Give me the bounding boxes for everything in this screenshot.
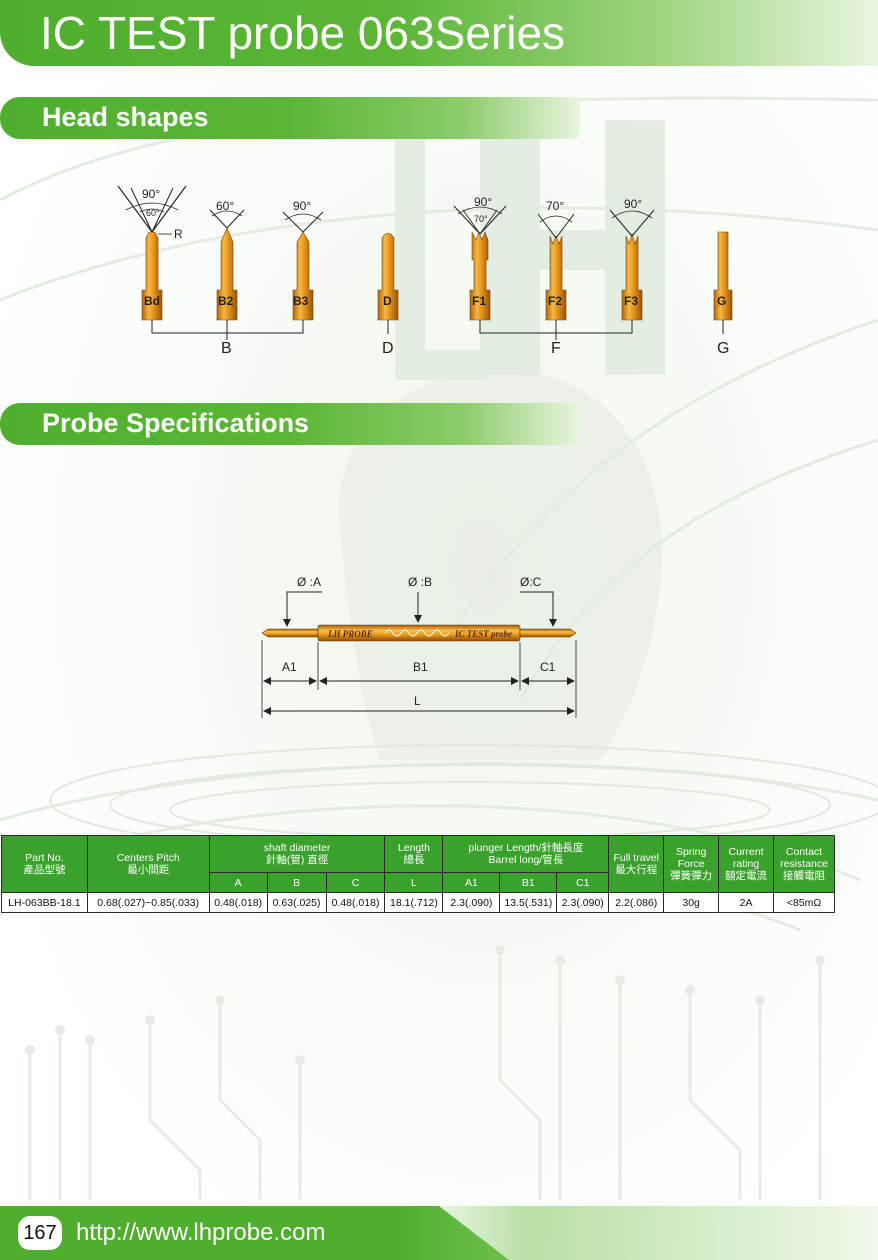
subheader-l: L — [384, 872, 444, 893]
cell-b1: 13.5(.531) — [499, 892, 558, 913]
probe-b2 — [209, 209, 245, 321]
angle-f1-outer: 90° — [474, 195, 492, 209]
angle-bd-outer: 90° — [142, 187, 160, 201]
group-label-f: F — [551, 340, 561, 357]
group-brackets — [151, 320, 724, 340]
angle-bd-radius: R — [174, 227, 183, 241]
group-label-d: D — [382, 340, 394, 357]
section-bar-head-shapes: Head shapes — [0, 97, 580, 139]
probe-label-f2: F2 — [548, 294, 562, 308]
head-shapes-diagram: 90° 60° R Bd 60° B2 90° B3 D 90° 70° F1 — [117, 185, 733, 357]
probe-d — [377, 232, 399, 321]
subheader-b1: B1 — [499, 872, 558, 893]
probe-g — [713, 231, 733, 321]
label-dia-c: Ø:C — [520, 575, 542, 589]
subheader-a: A — [208, 872, 268, 893]
cell-l: 18.1(.712) — [384, 892, 444, 913]
probe-b3 — [282, 211, 324, 321]
label-l: L — [414, 694, 421, 708]
angle-bd-inner: 60° — [146, 208, 160, 218]
cell-c1: 2.3(.090) — [556, 892, 610, 913]
section-title-probe-specifications: Probe Specifications — [42, 408, 310, 438]
section-title-head-shapes: Head shapes — [42, 102, 209, 132]
footer: 167 http://www.lhprobe.com — [0, 1206, 878, 1260]
website-link[interactable]: http://www.lhprobe.com — [76, 1219, 326, 1246]
cell-b: 0.63(.025) — [266, 892, 327, 913]
cell-a: 0.48(.018) — [208, 892, 268, 913]
probe-label-f3: F3 — [624, 294, 638, 308]
probe-label-bd: Bd — [144, 294, 160, 308]
angle-b3: 90° — [293, 199, 311, 213]
cell-spring-force: 30g — [663, 892, 720, 913]
footer-bar-fade — [439, 1206, 878, 1260]
cell-c: 0.48(.018) — [325, 892, 386, 913]
label-dia-b: Ø :B — [408, 575, 432, 589]
label-dia-a: Ø :A — [297, 575, 321, 589]
title-bar: IC TEST probe 063Series — [0, 0, 878, 66]
probe-label-b3: B3 — [293, 294, 309, 308]
cell-full-travel: 2.2(.086) — [608, 892, 665, 913]
label-c1: C1 — [540, 660, 556, 674]
probe-f3 — [609, 209, 655, 321]
plunger-left — [261, 628, 319, 638]
page-title: IC TEST probe 063Series — [40, 7, 566, 59]
probe-label-g: G — [717, 294, 726, 308]
cell-current-rating: 2A — [718, 892, 774, 913]
spring — [384, 629, 450, 637]
subheader-b: B — [266, 872, 327, 893]
cell-centers-pitch: 0.68(.027)~0.85(.033) — [86, 892, 210, 913]
label-b1: B1 — [413, 660, 428, 674]
header-part-no: Part No.產品型號 — [1, 835, 88, 893]
probe-label-f1: F1 — [472, 294, 486, 308]
cell-a1: 2.3(.090) — [442, 892, 501, 913]
barrel-product-text: IC TEST probe — [454, 629, 512, 639]
cell-part-no: LH-063BB-18.1 — [1, 892, 88, 913]
group-label-g: G — [717, 340, 729, 357]
group-label-b: B — [221, 340, 232, 357]
barrel-brand-text: LH PROBE — [327, 629, 373, 639]
angle-f2: 70° — [546, 199, 564, 213]
subheader-c: C — [325, 872, 386, 893]
probe-label-d: D — [383, 294, 392, 308]
cell-contact-resistance: <85mΩ — [772, 892, 836, 913]
table-row: LH-063BB-18.1 0.68(.027)~0.85(.033) 0.48… — [1, 892, 836, 913]
angle-f3: 90° — [624, 197, 642, 211]
subheader-a1: A1 — [442, 872, 501, 893]
label-a1: A1 — [282, 660, 297, 674]
probe-label-b2: B2 — [218, 294, 234, 308]
angle-f1-inner: 70° — [474, 214, 488, 224]
section-bar-probe-specifications: Probe Specifications — [0, 403, 580, 445]
page-number: 167 — [18, 1216, 62, 1250]
probe-f1 — [453, 205, 507, 321]
probe-bd — [117, 185, 187, 321]
subheader-c1: C1 — [556, 872, 610, 893]
plunger-right — [519, 628, 577, 638]
footer-bar — [0, 1206, 510, 1260]
angle-b2: 60° — [216, 199, 234, 213]
probe-dimension-diagram: LH PROBE IC TEST probe Ø :A Ø :B Ø:C A1 … — [261, 575, 577, 718]
probe-f2 — [537, 213, 575, 321]
